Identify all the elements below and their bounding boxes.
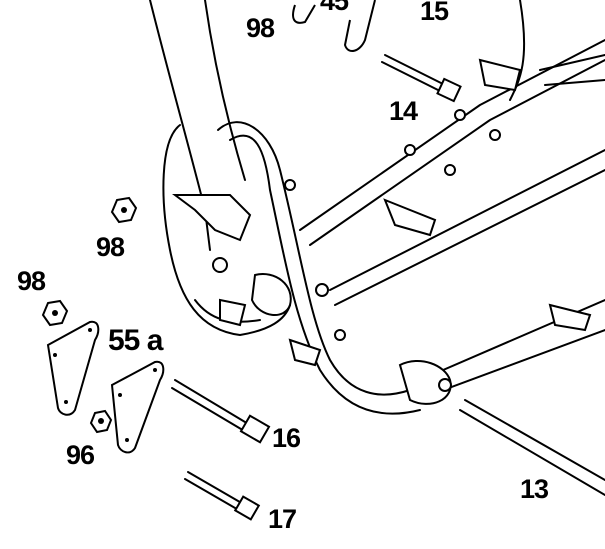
plate-55a-1: [46, 320, 100, 416]
callout-96: 96: [66, 440, 95, 470]
nut-98: [110, 196, 138, 224]
bolt-14: [381, 54, 462, 103]
callout-14: 14: [389, 96, 418, 126]
callout-55a: 55 a: [108, 324, 163, 357]
bolt-16: [171, 379, 271, 444]
bolt-heads: [212, 109, 501, 392]
callout-98-left: 98: [17, 266, 46, 296]
frame-lower-cradle: [217, 121, 411, 396]
callout-98-top: 98: [246, 13, 275, 43]
callout-15: 15: [420, 0, 449, 26]
nut-96: [89, 409, 113, 434]
callout-17: 17: [268, 504, 297, 534]
callout-16: 16: [272, 423, 301, 453]
callout-13: 13: [520, 474, 549, 504]
rod-13: [464, 399, 605, 481]
plate-55a-2: [110, 360, 165, 454]
callout-45: 45: [320, 0, 349, 16]
nut-98-left: [41, 299, 69, 327]
bolt-17: [184, 471, 261, 521]
callout-98-mid: 98: [96, 232, 125, 262]
